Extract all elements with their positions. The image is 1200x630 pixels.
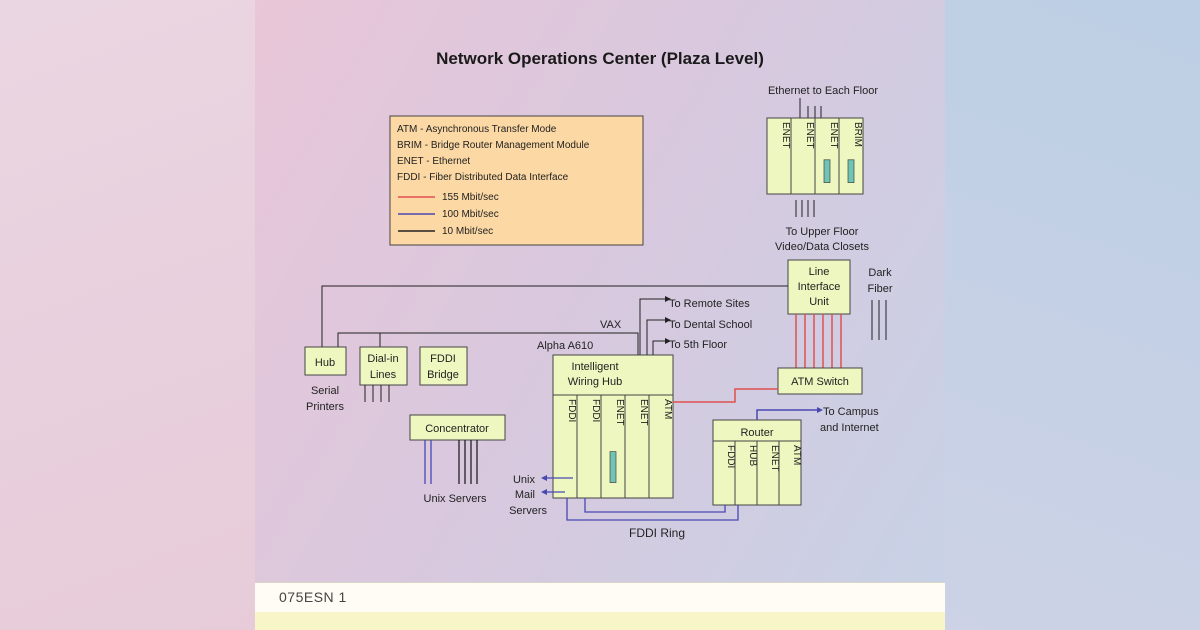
iwh-module-label: ENET	[638, 399, 649, 426]
to-5th-floor-label: To 5th Floor	[669, 339, 727, 351]
caption-bar: 075ESN 1	[255, 582, 945, 613]
iwh-module-label: ATM	[662, 399, 673, 419]
dark-fiber-label-1: Dark	[868, 267, 892, 279]
legend-speed-10: 10 Mbit/sec	[442, 226, 493, 237]
dialin-box: Dial-in Lines	[359, 346, 408, 386]
router-label: Router	[740, 427, 773, 439]
top-chassis-module-label: ENET	[780, 122, 791, 149]
iwh-label-1: Intelligent	[571, 361, 618, 373]
serial-printers-label-1: Serial	[311, 385, 339, 397]
right-background	[945, 0, 1200, 630]
unix-mail-label-2: Mail	[515, 489, 535, 501]
legend-speed-100: 100 Mbit/sec	[442, 209, 499, 220]
bottom-strip	[255, 612, 945, 630]
liu-line-2: Interface	[798, 281, 841, 293]
figure-caption: 075ESN 1	[279, 589, 347, 605]
legend-def-brim: BRIM - Bridge Router Management Module	[397, 140, 590, 151]
fddi-ring-inner	[584, 498, 726, 513]
iwh-module-label: FDDI	[590, 399, 601, 422]
intelligent-wiring-hub: Intelligent Wiring Hub FDDI FDDI ENET ENET A…	[552, 354, 674, 499]
dialin-label-2: Lines	[370, 369, 397, 381]
fddi-ring-outer	[566, 498, 739, 521]
iwh-module-label: ENET	[614, 399, 625, 426]
top-chassis-indicator	[823, 159, 831, 183]
fddi-ring-label: FDDI Ring	[629, 526, 685, 540]
router-module-label: FDDI	[725, 445, 736, 468]
network-diagram: Network Operations Center (Plaza Level) …	[304, 49, 893, 540]
legend-def-atm: ATM - Asynchronous Transfer Mode	[397, 124, 557, 135]
fddi-bridge-box: FDDI Bridge	[419, 346, 468, 386]
top-chassis-module-label: BRIM	[852, 122, 863, 147]
legend-box	[389, 115, 644, 246]
hub-label: Hub	[315, 357, 335, 369]
hub-box: Hub	[304, 346, 347, 376]
iwh-indicator	[609, 451, 617, 483]
red-link-iwh-atm	[673, 388, 778, 403]
ethernet-each-floor-label: Ethernet to Each Floor	[768, 85, 878, 97]
iwh-label-2: Wiring Hub	[568, 376, 622, 388]
concentrator-label: Concentrator	[425, 423, 489, 435]
serial-printers-label-2: Printers	[306, 401, 344, 413]
atm-switch: ATM Switch	[777, 367, 863, 395]
to-upper-floor-label: To Upper Floor	[786, 226, 859, 238]
left-background	[0, 0, 255, 630]
router: Router FDDI HUB ENET ATM	[712, 419, 802, 506]
legend: ATM - Asynchronous Transfer Mode BRIM - …	[389, 115, 644, 246]
concentrator: Concentrator	[409, 414, 506, 441]
fddi-bridge-label-1: FDDI	[430, 353, 456, 365]
router-slot	[778, 440, 802, 506]
backbone-liu-hub	[321, 285, 788, 347]
iwh-slot	[648, 394, 674, 499]
video-data-closets-label: Video/Data Closets	[775, 241, 869, 253]
liu-line-1: Line	[809, 266, 830, 278]
to-remote-sites-label: To Remote Sites	[669, 298, 750, 310]
top-chassis-module-label: ENET	[804, 122, 815, 149]
router-module-label: ENET	[769, 445, 780, 472]
vax-label: VAX	[600, 319, 622, 331]
to-dental-school-label: To Dental School	[669, 319, 752, 331]
fddi-bridge-label-2: Bridge	[427, 369, 459, 381]
to-campus-label-2: and Internet	[820, 422, 879, 434]
backbone-alpha	[337, 332, 639, 356]
unix-mail-label-1: Unix	[513, 474, 536, 486]
diagram-title: Network Operations Center (Plaza Level)	[436, 49, 764, 68]
red-links-liu-atm	[795, 314, 842, 368]
dark-fiber-label-2: Fiber	[867, 283, 892, 295]
liu-line-3: Unit	[809, 296, 829, 308]
unix-servers-label: Unix Servers	[424, 493, 487, 505]
atm-switch-label: ATM Switch	[791, 376, 849, 388]
router-to-campus	[756, 409, 817, 420]
concentrator-links	[424, 440, 478, 484]
dialin-label-1: Dial-in	[367, 353, 398, 365]
iwh-module-label: FDDI	[566, 399, 577, 422]
top-chassis-slot	[838, 117, 864, 195]
to-campus-label-1: To Campus	[823, 406, 879, 418]
router-module-label: HUB	[747, 445, 758, 466]
alpha-label: Alpha A610	[537, 340, 593, 352]
top-chassis-module-label: ENET	[828, 122, 839, 149]
legend-speed-155: 155 Mbit/sec	[442, 192, 499, 203]
legend-def-enet: ENET - Ethernet	[397, 156, 470, 167]
line-interface-unit: Line Interface Unit	[787, 259, 851, 315]
unix-mail-label-3: Servers	[509, 505, 547, 517]
diagram-card: Network Operations Center (Plaza Level) …	[255, 0, 945, 630]
router-module-label: ATM	[791, 445, 802, 465]
top-chassis-indicator	[847, 159, 855, 183]
legend-def-fddi: FDDI - Fiber Distributed Data Interface	[397, 172, 569, 183]
